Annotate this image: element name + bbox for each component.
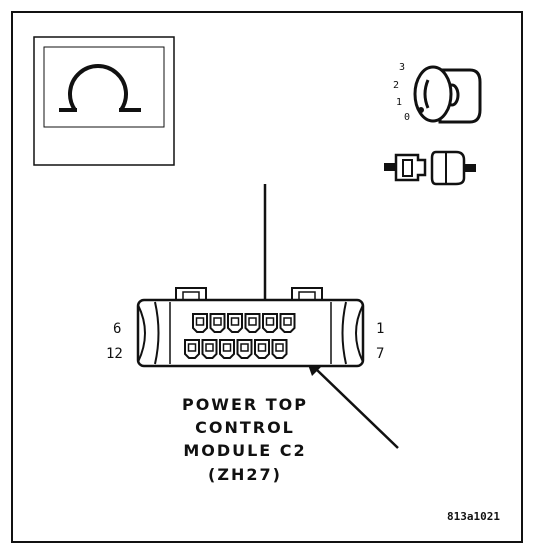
- probe-arrow-bottom: [306, 359, 399, 449]
- key-position-3: 3: [399, 62, 405, 73]
- key-position-0: 0: [404, 112, 410, 123]
- key-position-2: 2: [393, 80, 399, 91]
- pin-cavity-4: [227, 313, 243, 333]
- caption-line-4: (ZH27): [208, 465, 282, 484]
- pin-row-top: [192, 313, 296, 333]
- pin-cavity-7: [271, 339, 288, 359]
- ignition-key-icon: 3 2 1 0: [393, 62, 482, 124]
- pin-cavity-8: [254, 339, 270, 359]
- pin-cavity-11: [201, 339, 218, 359]
- caption-line-1: POWER TOP: [182, 395, 308, 414]
- label-pin-7: 7: [376, 346, 384, 362]
- pin-cavity-12: [184, 339, 200, 359]
- label-pin-1: 1: [376, 321, 384, 337]
- label-pin-6: 6: [113, 321, 121, 337]
- pin-row-bottom: [184, 339, 288, 359]
- diagram-frame: [11, 11, 523, 543]
- label-pin-12: 12: [106, 346, 123, 362]
- pin-cavity-1: [279, 313, 296, 333]
- pin-cavity-6: [192, 313, 208, 333]
- pin-cavity-2: [262, 313, 278, 333]
- pin-cavity-5: [209, 313, 226, 333]
- pin-cavity-10: [219, 339, 235, 359]
- key-position-1: 1: [396, 97, 402, 108]
- disconnected-connector-icon: [384, 150, 476, 186]
- caption-line-3: MODULE C2: [183, 441, 306, 460]
- connector-c2: [136, 287, 365, 368]
- figure-code: 813a1021: [447, 510, 500, 523]
- caption-line-2: CONTROL: [195, 418, 295, 437]
- pin-cavity-9: [236, 339, 253, 359]
- ohmmeter-icon: [33, 36, 175, 166]
- pin-cavity-3: [244, 313, 261, 333]
